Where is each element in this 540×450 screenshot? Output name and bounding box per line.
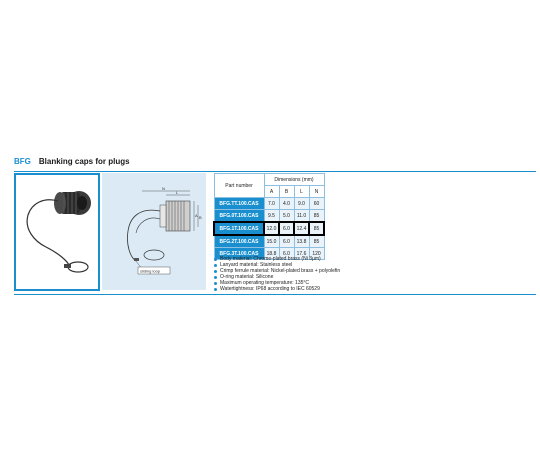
col-header-b: B bbox=[278, 185, 295, 198]
part-number: BFG.1T.100.CAS bbox=[213, 221, 265, 236]
dim-a: 9.5 bbox=[263, 209, 280, 223]
product-photo bbox=[14, 173, 100, 291]
dim-label-B: B bbox=[199, 215, 202, 220]
dim-a: 15.0 bbox=[263, 234, 280, 248]
bullet-icon bbox=[214, 275, 217, 279]
spec-text: O-ring material: Silicone bbox=[220, 274, 274, 280]
spec-text: Body material: Chrome-plated brass (Ni 3… bbox=[220, 256, 321, 262]
dimensions-table: Part number Dimensions (mm) A B L N BFG.… bbox=[213, 173, 325, 260]
table-row: BFG.0T.100.CAS 9.5 5.0 11.0 85 bbox=[213, 209, 325, 223]
sliding-loop-label: sliding loop bbox=[140, 269, 161, 274]
dim-l: 9.0 bbox=[293, 197, 310, 210]
dim-n: 85 bbox=[308, 234, 325, 248]
dim-label-N: N bbox=[162, 186, 165, 191]
dim-l: 13.8 bbox=[293, 234, 310, 248]
table-row: BFG.TT.100.CAS 7.0 4.0 9.0 60 bbox=[213, 197, 325, 210]
bullet-icon bbox=[214, 287, 217, 291]
col-header-a: A bbox=[263, 185, 280, 198]
dim-n: 120 bbox=[308, 247, 325, 260]
bullet-icon bbox=[214, 263, 217, 267]
table-row-highlighted: BFG.1T.100.CAS 12.0 6.0 12.4 85 bbox=[213, 221, 325, 236]
dim-l: 11.0 bbox=[293, 209, 310, 223]
bullet-icon bbox=[214, 281, 217, 285]
blanking-cap-photo-icon bbox=[26, 191, 91, 273]
list-item: Crimp ferrule material: Nickel-plated br… bbox=[214, 268, 340, 274]
list-item: Lanyard material: Stainless steel bbox=[214, 262, 340, 268]
dim-label-L: L bbox=[176, 190, 179, 195]
col-header-l: L bbox=[293, 185, 310, 198]
spec-text: Crimp ferrule material: Nickel-plated br… bbox=[220, 268, 341, 274]
section-title: Blanking caps for plugs bbox=[38, 156, 130, 166]
bullet-icon bbox=[214, 269, 217, 273]
spec-text: Lanyard material: Stainless steel bbox=[220, 262, 293, 268]
dim-l: 17.6 bbox=[293, 247, 310, 260]
list-item: Watertightness: IP68 according to IEC 60… bbox=[214, 286, 340, 292]
part-number: BFG.TT.100.CAS bbox=[213, 197, 265, 210]
spec-text: Watertightness: IP68 according to IEC 60… bbox=[220, 286, 320, 292]
dimensions-header: Dimensions (mm) bbox=[263, 173, 325, 186]
table-row: BFG.2T.100.CAS 15.0 6.0 13.8 85 bbox=[213, 234, 325, 248]
technical-drawing: L N A B sliding loop bbox=[102, 173, 206, 290]
dim-l: 12.4 bbox=[293, 221, 310, 236]
bottom-divider bbox=[14, 294, 536, 295]
section-header: BFG Blanking caps for plugs bbox=[14, 154, 130, 168]
series-code: BFG bbox=[14, 156, 31, 166]
spec-text: Maximum operating temperature: 135°C bbox=[220, 280, 309, 286]
list-item: Body material: Chrome-plated brass (Ni 3… bbox=[214, 256, 340, 262]
part-number: BFG.3T.100.CAS bbox=[213, 247, 265, 260]
cap-dimension-drawing-icon: L N A B sliding loop bbox=[127, 186, 202, 275]
dim-b: 5.0 bbox=[278, 209, 295, 223]
dim-n: 85 bbox=[308, 221, 325, 236]
dim-a: 7.0 bbox=[263, 197, 280, 210]
part-number: BFG.0T.100.CAS bbox=[213, 209, 265, 223]
dim-a: 12.0 bbox=[263, 221, 280, 236]
dim-n: 60 bbox=[308, 197, 325, 210]
list-item: O-ring material: Silicone bbox=[214, 274, 340, 280]
col-header-n: N bbox=[308, 185, 325, 198]
part-number: BFG.2T.100.CAS bbox=[213, 234, 265, 248]
dim-b: 6.0 bbox=[278, 234, 295, 248]
dim-b: 6.0 bbox=[278, 247, 295, 260]
dim-label-A: A bbox=[195, 213, 198, 218]
list-item: Maximum operating temperature: 135°C bbox=[214, 280, 340, 286]
dim-b: 6.0 bbox=[278, 221, 295, 236]
dim-n: 85 bbox=[308, 209, 325, 223]
bullet-icon bbox=[214, 257, 217, 261]
part-number-header: Part number bbox=[213, 173, 265, 198]
table-row: BFG.3T.100.CAS 18.8 6.0 17.6 120 bbox=[213, 247, 325, 260]
specification-list: Body material: Chrome-plated brass (Ni 3… bbox=[214, 256, 340, 292]
dim-b: 4.0 bbox=[278, 197, 295, 210]
dim-a: 18.8 bbox=[263, 247, 280, 260]
top-divider bbox=[14, 171, 536, 172]
